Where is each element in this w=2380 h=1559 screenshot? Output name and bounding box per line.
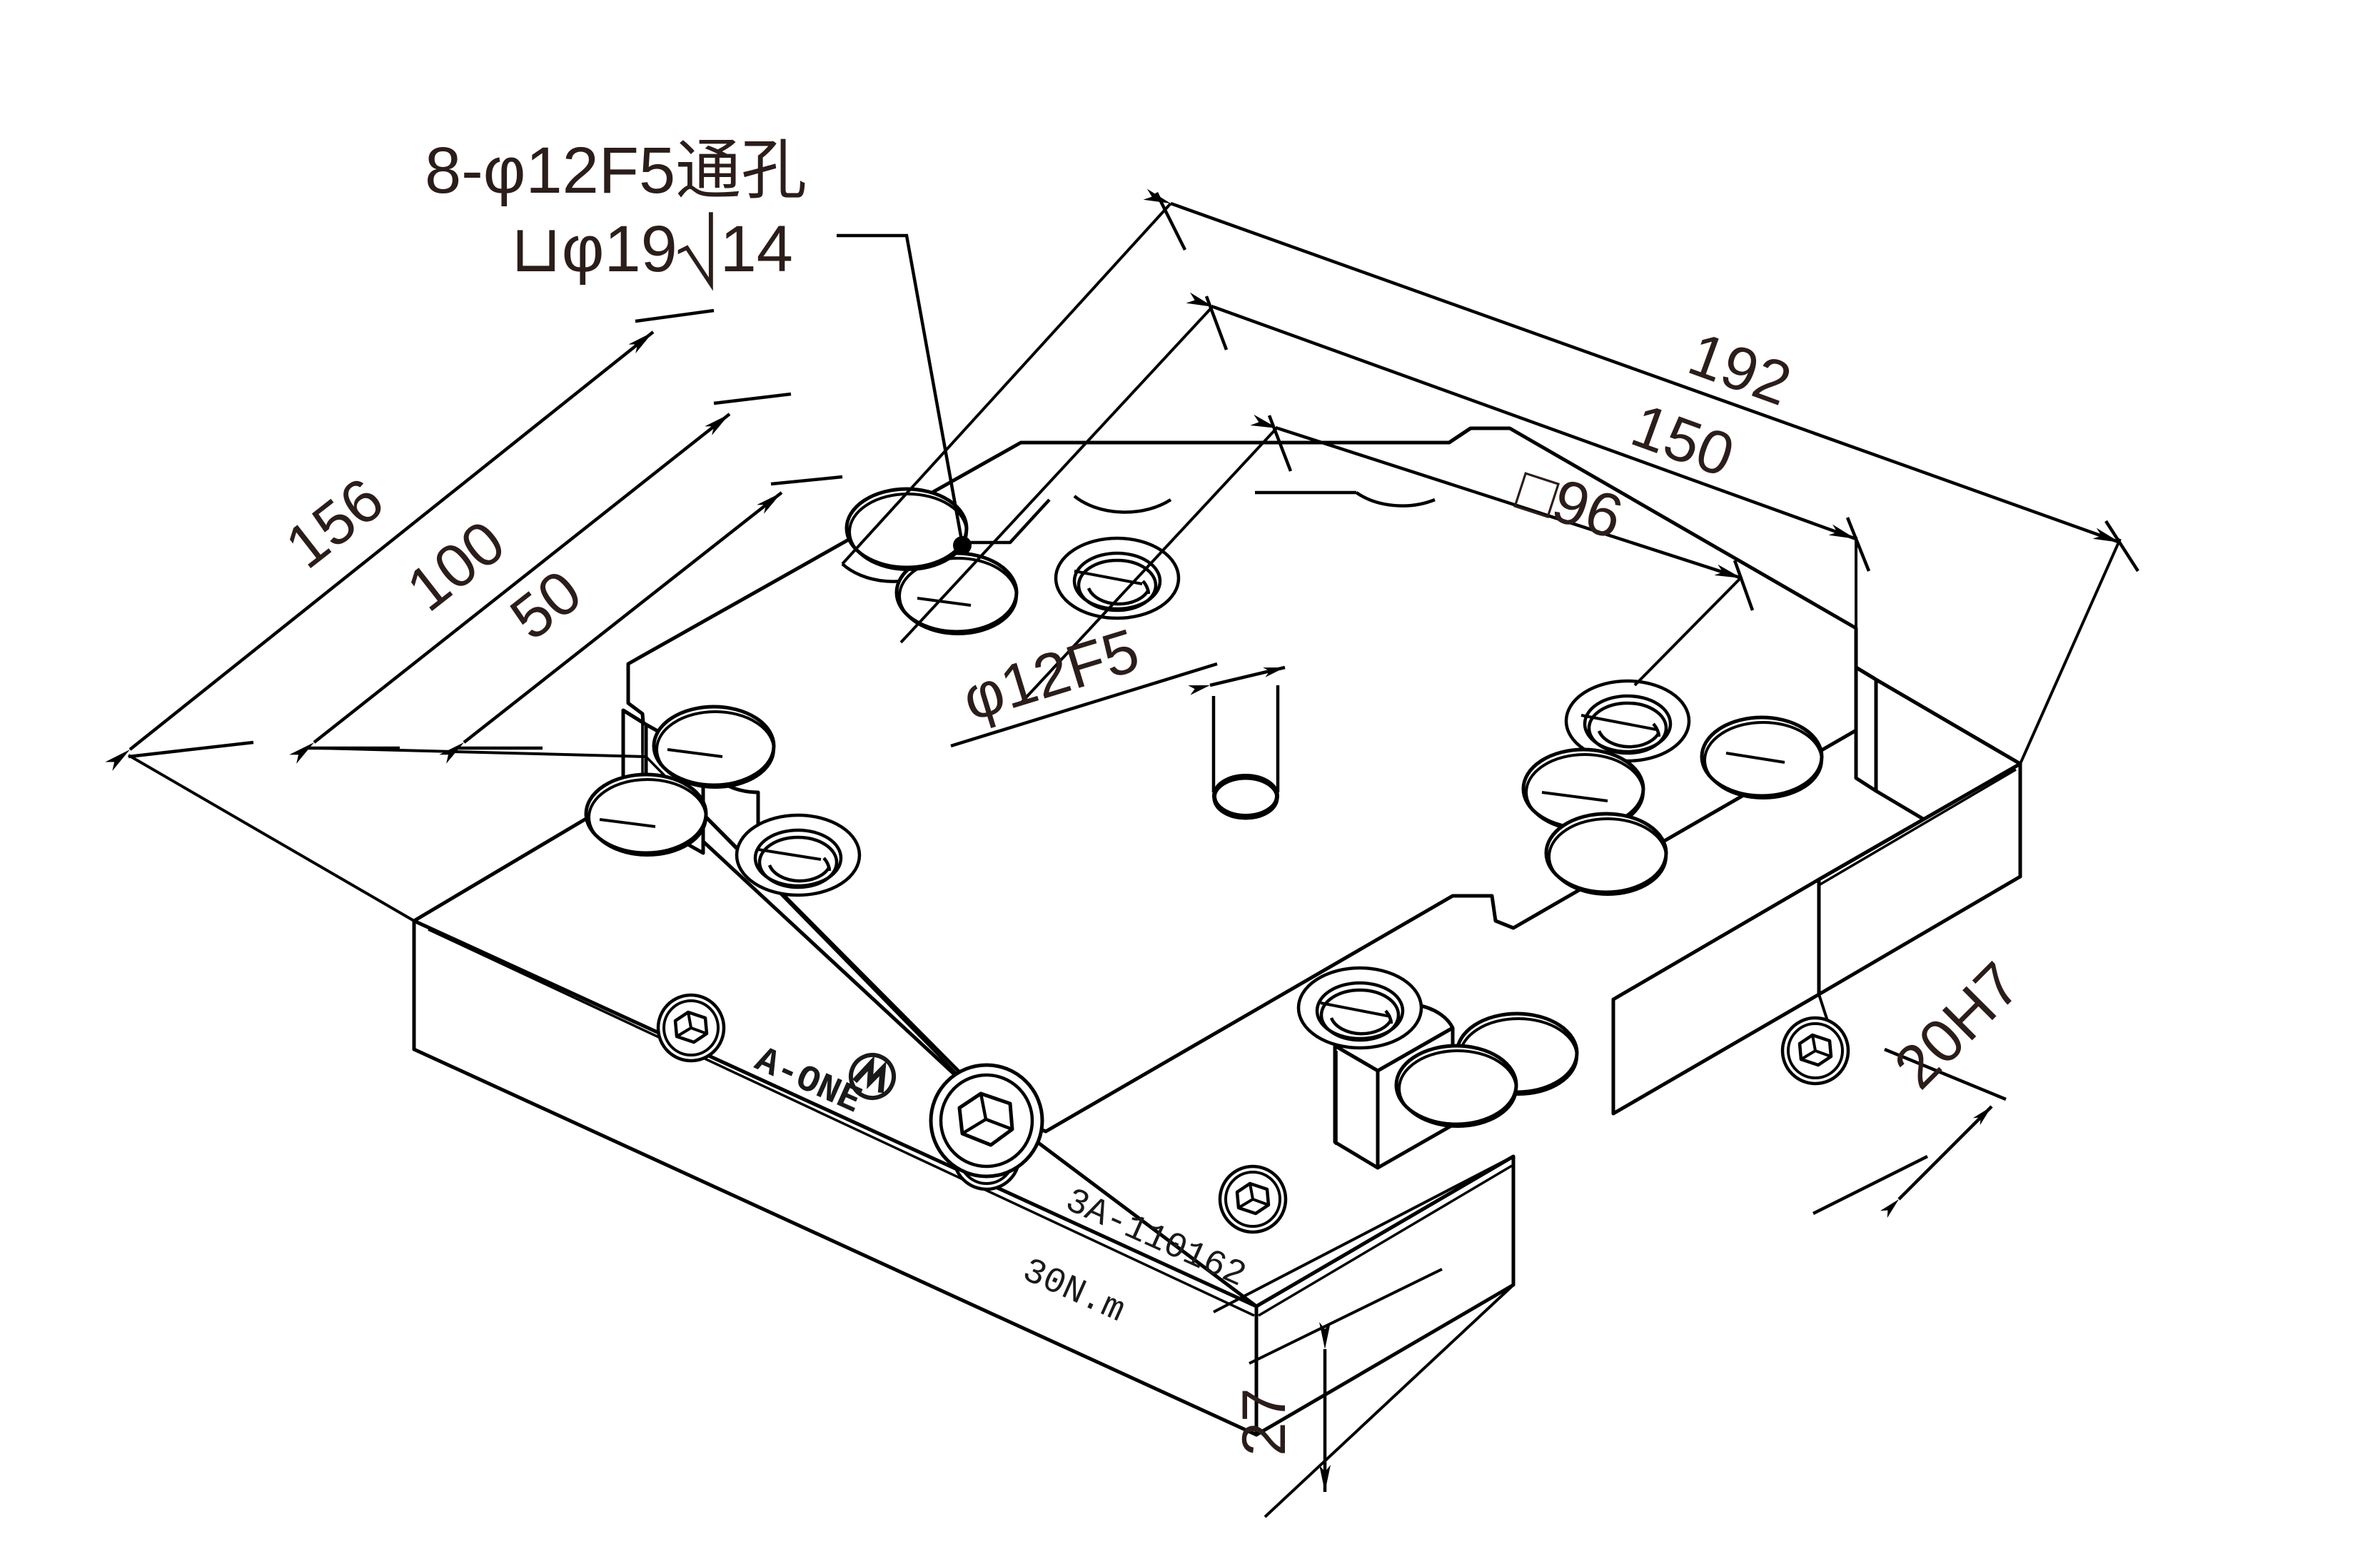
ext-line-right-1 — [2019, 538, 2122, 765]
ext-192-a — [1154, 191, 1187, 251]
ext-156-a — [128, 740, 254, 759]
dim-50 — [439, 491, 783, 764]
dim-20h7 — [1880, 1105, 1993, 1219]
socket-screw-left — [658, 995, 724, 1061]
ext-line-right-4 — [841, 202, 1172, 565]
ext-150-a — [1204, 296, 1229, 350]
ext-line-left-2 — [317, 747, 647, 758]
ext-150-b — [1845, 517, 1871, 572]
dimension-lines — [105, 188, 2139, 1518]
hole-callout-line2: ⊔φ19⎷14 — [510, 212, 793, 291]
dim-phi12-width — [1188, 665, 1286, 695]
plain-hole-3 — [654, 707, 774, 787]
dim-label-192: 192 — [1680, 320, 1800, 419]
ext-50-b — [770, 475, 843, 486]
ext-27-a — [1249, 1268, 1443, 1365]
dim-96 — [1250, 414, 1743, 580]
brand-logo-icon — [849, 1053, 896, 1100]
front-chamfer-line — [428, 928, 1255, 1317]
dim-label-50: 50 — [498, 557, 594, 653]
ext-line-right-3 — [1633, 575, 1743, 687]
ext-20h7-a — [1812, 1154, 1929, 1216]
ext-192-b — [2104, 520, 2139, 572]
front-chamfer-line-2 — [1258, 1164, 1513, 1317]
plate-front-step-edge — [1255, 1154, 1515, 1308]
ext-156-b — [635, 308, 715, 323]
leader-dot — [953, 536, 972, 555]
right-extension-rail — [1611, 665, 2022, 1116]
plain-hole-7 — [1546, 814, 1666, 894]
dim-label-156: 156 — [273, 465, 396, 582]
dim-label-150: 150 — [1623, 391, 1743, 490]
ext-line-left-1 — [127, 754, 415, 922]
leader-phi12f5 — [950, 662, 1218, 748]
ext-96-a — [1267, 415, 1293, 472]
hole-callout-line1: 8-φ12F5通孔 — [425, 134, 807, 207]
ext-100-b — [713, 392, 792, 405]
socket-screw-far-right — [1783, 1018, 1848, 1084]
plain-hole-2 — [847, 489, 967, 570]
ext-20h7-b — [1884, 1047, 2007, 1101]
plain-hole-4 — [586, 775, 706, 855]
ext-line-right-5 — [899, 304, 1215, 644]
counterbore-hole-bottom — [1299, 968, 1421, 1048]
ext-96-b — [1733, 560, 1755, 611]
socket-screw-right — [1220, 1166, 1286, 1232]
dim-label-27: 27 — [1230, 1388, 1299, 1456]
plain-hole-9 — [1396, 1046, 1516, 1126]
leader-hole-callout — [837, 233, 964, 545]
center-hole-phi12 — [1211, 685, 1280, 820]
ext-20h7-c — [1817, 994, 1829, 1021]
dim-156 — [105, 331, 655, 771]
front-face-screw-big — [929, 1063, 1044, 1179]
ext-27-b — [1264, 1283, 1515, 1518]
ext-27-c — [1213, 1155, 1514, 1313]
ext-line-right-6 — [1019, 425, 1279, 705]
